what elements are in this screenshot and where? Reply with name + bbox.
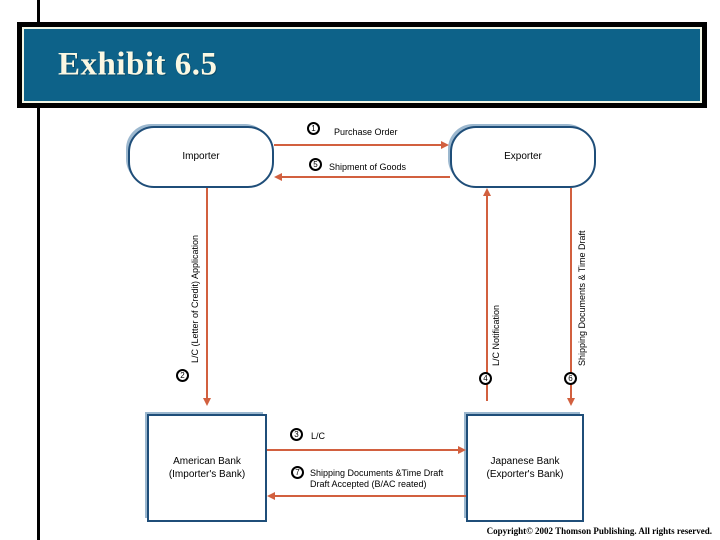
flow-4-arrowhead — [483, 188, 491, 196]
flow-1-arrowhead — [441, 141, 449, 149]
flow-1-line — [274, 144, 442, 146]
flow-5-arrowhead — [274, 173, 282, 181]
node-importer[interactable]: Importer — [128, 126, 274, 188]
flow-7-badge: 7 — [291, 466, 304, 479]
flow-5-line — [281, 176, 450, 178]
flow-2-line — [206, 188, 208, 399]
flow-3-badge: 3 — [290, 428, 303, 441]
flow-2-badge: 2 — [176, 369, 189, 382]
flow-4-badge: 4 — [479, 372, 492, 385]
flow-6-label: Shipping Documents & Time Draft — [577, 230, 587, 366]
left-vertical-rule — [37, 0, 40, 540]
node-american-bank-line2: (Importer's Bank) — [168, 469, 246, 480]
node-importer-label: Importer — [182, 151, 220, 163]
node-japanese-bank[interactable]: Japanese Bank (Exporter's Bank) — [466, 414, 584, 522]
flow-6-arrowhead — [567, 398, 575, 406]
node-exporter-label: Exporter — [504, 151, 542, 163]
node-american-bank-line1: American Bank — [173, 455, 241, 467]
flow-3-label: L/C — [311, 431, 326, 441]
node-exporter[interactable]: Exporter — [450, 126, 596, 188]
flow-4-label: L/C Notification — [491, 304, 501, 366]
flow-3-arrowhead — [458, 446, 466, 454]
copyright-notice: Copyright© 2002 Thomson Publishing. All … — [486, 526, 712, 536]
node-japanese-bank-label: Japanese Bank (Exporter's Bank) — [487, 455, 564, 482]
flow-7-label-line2: Draft Accepted (B/AC reated) — [310, 479, 427, 490]
flow-3-line — [267, 449, 459, 451]
flow-7-label: Shipping Documents &Time Draft Draft Acc… — [310, 468, 443, 491]
node-japanese-bank-line1: Japanese Bank — [490, 455, 560, 467]
flow-6-line — [570, 188, 572, 399]
flow-1-badge: 1 — [307, 122, 320, 135]
flow-6-badge: 6 — [564, 372, 577, 385]
flow-7-label-line1: Shipping Documents &Time Draft — [310, 468, 444, 478]
flow-4-line — [486, 192, 488, 401]
title-banner-inner: Exhibit 6.5 — [22, 27, 702, 103]
flow-5-label: Shipment of Goods — [329, 162, 407, 172]
flow-2-arrowhead — [203, 398, 211, 406]
node-japanese-bank-line2: (Exporter's Bank) — [486, 469, 564, 480]
page-title: Exhibit 6.5 — [58, 46, 218, 83]
flow-7-arrowhead — [267, 492, 275, 500]
flow-1-label: Purchase Order — [334, 127, 398, 137]
flow-2-label: L/C (Letter of Credit) Application — [190, 234, 200, 363]
title-banner: Exhibit 6.5 — [17, 22, 707, 108]
flow-5-badge: 5 — [309, 158, 322, 171]
flow-7-line — [275, 495, 466, 497]
node-american-bank[interactable]: American Bank (Importer's Bank) — [147, 414, 267, 522]
node-american-bank-label: American Bank (Importer's Bank) — [169, 455, 245, 482]
